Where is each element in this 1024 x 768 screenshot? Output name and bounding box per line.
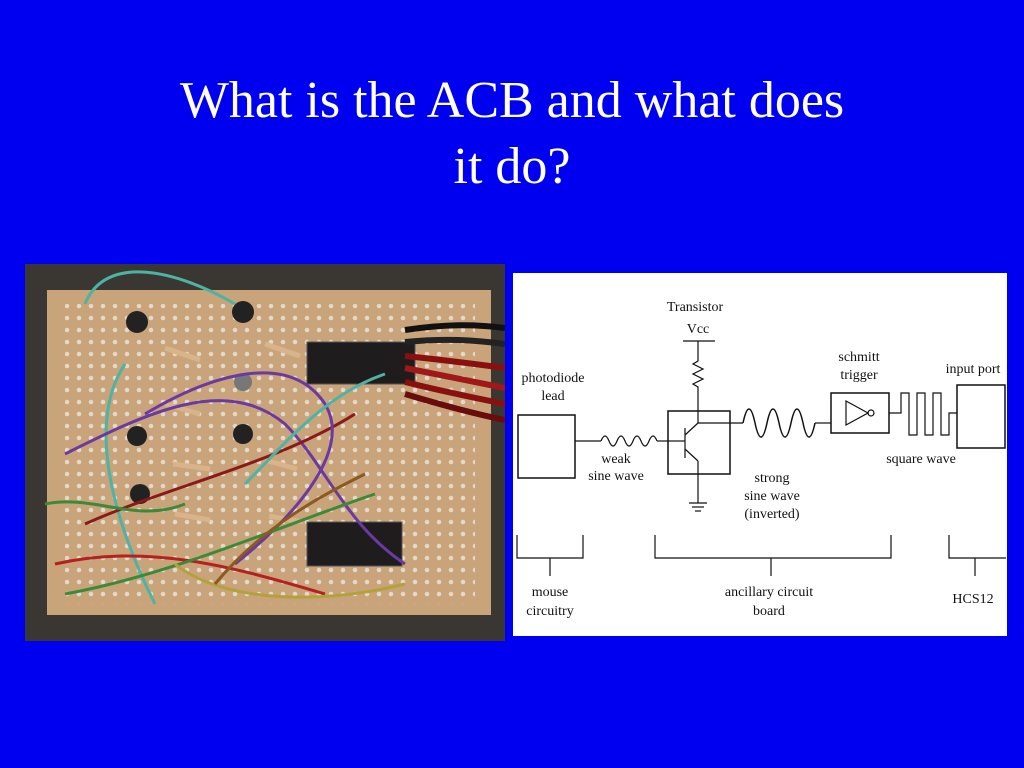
square-wave	[889, 392, 957, 436]
mouse-label-2: circuitry	[526, 604, 573, 619]
mouse-label-1: mouse	[532, 585, 569, 600]
input-port-label: input port	[946, 362, 1001, 377]
ribbon-cable	[404, 322, 505, 423]
signal-block-diagram: photodiode lead weak sine wave Transisto…	[513, 273, 1007, 636]
weak-label-2: sine wave	[588, 469, 644, 484]
weak-sine-wave	[600, 435, 658, 447]
ground-symbol	[689, 502, 707, 512]
strong-label-1: strong	[755, 471, 790, 486]
strong-label-3: (inverted)	[744, 507, 800, 522]
strong-sine-wave	[742, 408, 816, 438]
title-line-2: it do?	[453, 138, 571, 195]
input-port-block	[956, 384, 1006, 449]
acb-label-2: board	[753, 604, 785, 619]
circuit-board-photo	[25, 264, 505, 641]
square-wave-label: square wave	[886, 452, 956, 467]
schmitt-trigger-block	[830, 392, 890, 434]
transistor-label: Transistor	[667, 300, 724, 315]
title-line-1: What is the ACB and what does	[179, 72, 845, 129]
diagram-canvas: photodiode lead weak sine wave Transisto…	[516, 300, 1006, 619]
ic-chip-bottom	[306, 521, 403, 567]
transistor-1	[126, 311, 148, 333]
slide-title: What is the ACB and what does it do?	[62, 68, 962, 200]
resistors	[164, 341, 304, 525]
photodiode-label-2: lead	[541, 389, 564, 404]
ic-chip-top	[306, 341, 416, 385]
hcs12-label: HCS12	[952, 592, 993, 607]
transistor-symbol	[671, 411, 743, 503]
acb-label-1: ancillary circuit	[725, 585, 813, 600]
inverter-symbol	[845, 399, 870, 427]
wires	[44, 270, 406, 605]
vcc-label: Vcc	[687, 322, 710, 337]
section-brackets	[516, 535, 1006, 576]
schmitt-label-1: schmitt	[838, 350, 879, 365]
transistor-block	[667, 410, 731, 475]
weak-label-1: weak	[601, 452, 631, 467]
schmitt-label-2: trigger	[840, 368, 878, 383]
strong-label-2: sine wave	[744, 489, 800, 504]
transistor-2	[232, 301, 254, 323]
resistor-symbol	[691, 341, 705, 411]
circuit-board-image	[44, 270, 505, 615]
photodiode-label-1: photodiode	[522, 371, 585, 386]
photodiode-block	[517, 414, 576, 479]
